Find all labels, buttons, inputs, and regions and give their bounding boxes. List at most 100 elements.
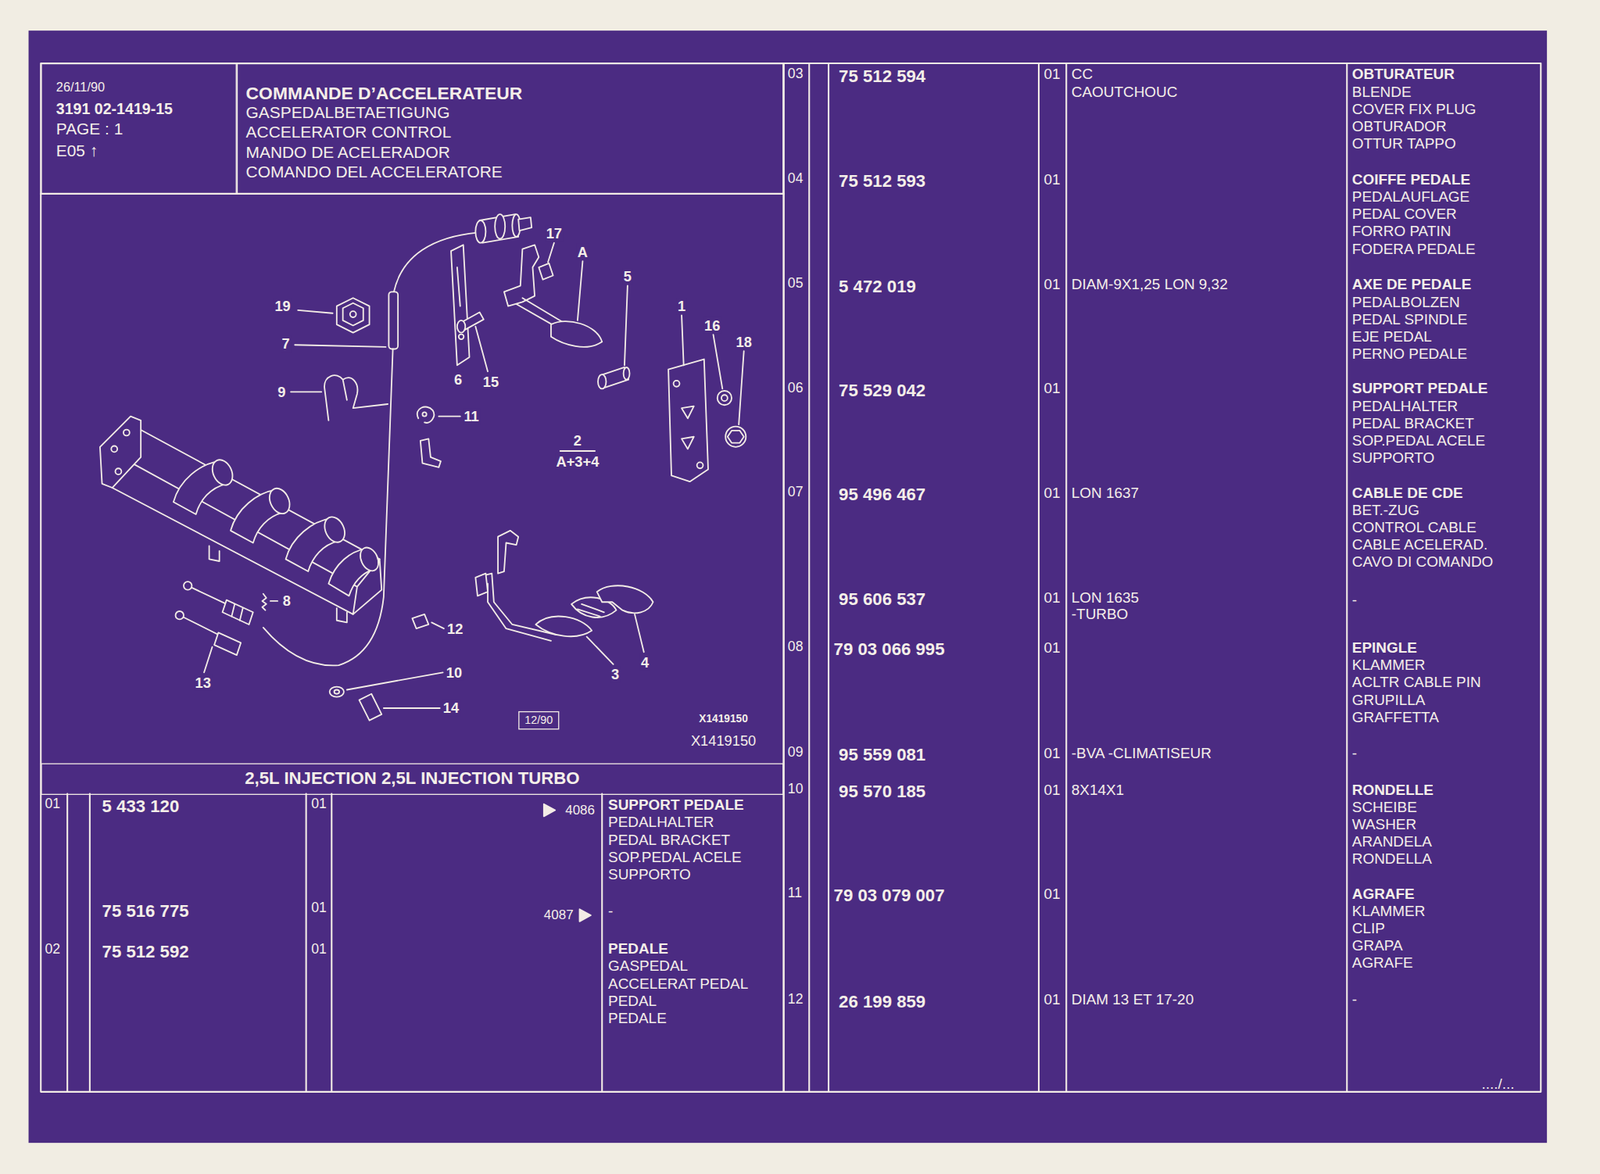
clip-part — [411, 614, 429, 629]
node-text: ACCELERATOR CONTROL — [246, 122, 452, 143]
cable-end-parts — [214, 632, 241, 656]
table-cell: CONTROL CABLE — [1352, 519, 1477, 537]
part-number: 75 516 775 — [102, 901, 190, 922]
table-cell: PEDAL — [608, 992, 657, 1010]
table-cell: PEDAL BRACKET — [608, 831, 731, 849]
pedal-lever — [623, 367, 630, 380]
table-cell: - — [1352, 991, 1357, 1009]
table-cell: SOP.PEDAL ACELE — [608, 848, 741, 867]
table-cell: PEDALE — [608, 1009, 667, 1028]
bracket-part — [343, 303, 364, 326]
leader-line — [297, 310, 333, 314]
row-number: 03 — [787, 65, 804, 82]
leader-line — [347, 672, 444, 690]
page-title: COMMANDE D’ACCELERATEUR — [246, 82, 523, 104]
bracket-part — [336, 297, 370, 333]
leader-line — [713, 334, 724, 389]
callout-number: 12 — [446, 620, 465, 638]
pedal-lever — [597, 374, 606, 389]
intake-manifold — [100, 416, 141, 488]
part-name: OBTURATEUR — [1352, 65, 1455, 83]
table-cell: DIAM-9X1,25 LON 9,32 — [1071, 275, 1228, 294]
clip-part — [417, 407, 434, 423]
intake-manifold — [320, 513, 349, 546]
throttle-cable — [263, 214, 532, 666]
row-number: 10 — [787, 780, 804, 797]
leader-line — [560, 450, 595, 452]
part-name: RONDELLE — [1352, 781, 1434, 799]
table-cell: CAVO DI COMANDO — [1352, 553, 1494, 571]
table-cell: 01 — [1044, 275, 1061, 294]
leader-line — [681, 314, 684, 366]
cable-end-parts — [231, 604, 243, 621]
table-cell: GRUPILLA — [1352, 691, 1426, 709]
table-grid — [1065, 63, 1067, 1092]
callout-number: 14 — [442, 700, 461, 717]
intake-manifold — [208, 456, 237, 489]
leader-line — [624, 286, 628, 366]
table-cell: SCHEIBE — [1352, 798, 1418, 817]
fiche-ground — [28, 30, 1548, 1143]
row-number: 01 — [311, 900, 327, 917]
table-cell: 01 — [1044, 885, 1061, 903]
table-cell: DIAM 13 ET 17-20 — [1071, 991, 1194, 1009]
table-cell: PEDALBOLZEN — [1352, 293, 1461, 312]
cable-hook — [324, 375, 388, 421]
part-number: 5 433 120 — [102, 797, 180, 818]
pedal-bracket — [727, 430, 745, 444]
bracket-part — [336, 297, 370, 333]
callout-number: 7 — [280, 335, 291, 352]
part-name: SUPPORT PEDALE — [608, 796, 745, 814]
part-number: 95 606 537 — [838, 590, 926, 611]
pedal-bracket — [681, 406, 695, 450]
table-cell: PEDAL COVER — [1352, 205, 1457, 223]
section-band: 2,5L INJECTION 2,5L INJECTION TURBO — [40, 763, 784, 795]
table-cell: ..../... — [1481, 1075, 1515, 1093]
intake-manifold — [123, 429, 130, 437]
table-cell: PEDALHALTER — [608, 813, 714, 831]
pedal-lever-alt — [475, 530, 653, 641]
pedal-bracket — [673, 380, 681, 387]
part-number: 75 529 042 — [838, 380, 926, 401]
clip-part — [422, 411, 426, 416]
change-arrow — [579, 909, 591, 922]
change-code: 4086 — [565, 803, 595, 820]
table-cell: SUPPORTO — [1352, 449, 1436, 467]
table-cell: SUPPORTO — [608, 866, 691, 884]
date-box: 12/90 — [518, 711, 559, 730]
intake-manifold — [209, 545, 220, 562]
row-number: 04 — [787, 170, 804, 187]
callout-number: 18 — [734, 333, 753, 351]
leader-line — [634, 614, 645, 652]
row-number: 01 — [311, 796, 327, 813]
node-text: COMANDO DEL ACCELERATORE — [246, 161, 503, 182]
cable-end-parts — [334, 690, 341, 695]
part-number: 75 512 594 — [838, 66, 926, 87]
callout-number: 2 — [572, 432, 584, 449]
leader-line — [738, 350, 745, 425]
table-grid — [89, 794, 91, 1092]
pedal-bracket — [697, 461, 704, 469]
table-cell: PEDALAUFLAGE — [1352, 188, 1470, 206]
pedal-lever-alt — [535, 616, 592, 638]
pedal-bracket — [668, 359, 709, 483]
table-grid — [601, 794, 603, 1092]
part-name: AXE DE PEDALE — [1352, 275, 1472, 294]
part-number: 79 03 079 007 — [834, 885, 945, 906]
node-text: 26/11/90 — [56, 77, 105, 99]
node-text: E05 ↑ — [56, 140, 98, 162]
part-name: SUPPORT PEDALE — [1352, 380, 1489, 398]
table-cell: 01 — [1044, 991, 1061, 1009]
table-cell: FODERA PEDALE — [1352, 240, 1476, 258]
pedal-plate — [451, 244, 484, 366]
title-box: COMMANDE D’ACCELERATEURGASPEDALBETAETIGU… — [236, 63, 784, 194]
part-number: 79 03 066 995 — [834, 640, 945, 661]
part-name: CABLE DE CDE — [1352, 484, 1464, 502]
table-cell: 01 — [1044, 589, 1061, 607]
table-cell: LON 1635 — [1071, 589, 1139, 607]
table-cell: CABLE ACELERAD. — [1352, 536, 1489, 554]
part-name: EPINGLE — [1352, 639, 1418, 657]
pedal-bracket — [717, 390, 732, 405]
table-grid — [827, 63, 830, 1092]
